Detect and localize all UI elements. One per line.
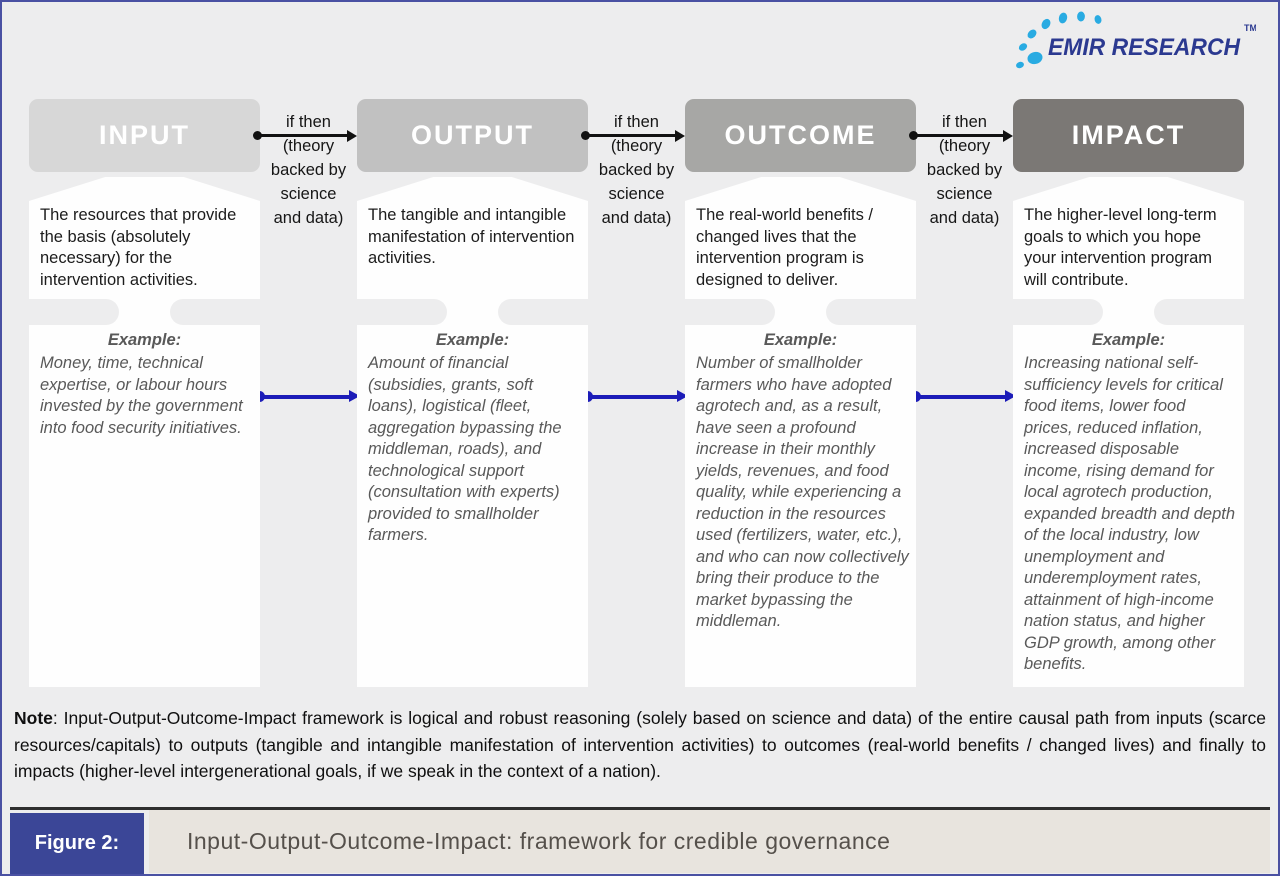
connector-label-3: if then (theory backed by science and da… xyxy=(926,113,1003,227)
notch-divider xyxy=(357,299,447,325)
panel-impact: The higher-level long-term goals to whic… xyxy=(1013,177,1244,687)
description-outcome: The real-world benefits / changed lives … xyxy=(696,206,873,289)
notch-divider xyxy=(1154,299,1244,325)
note-label: Note xyxy=(14,708,53,728)
logo-trademark: TM xyxy=(1244,23,1256,33)
arrow-head-icon xyxy=(675,129,685,142)
figure-caption: Input-Output-Outcome-Impact: framework f… xyxy=(149,810,1270,873)
notch-divider xyxy=(826,299,916,325)
example-arrow-2 xyxy=(582,390,688,403)
notch-divider xyxy=(170,299,260,325)
stage-box-impact: IMPACT xyxy=(1013,99,1244,172)
example-arrow-3 xyxy=(910,390,1016,403)
stage-arrow-2 xyxy=(581,129,685,142)
example-label: Example: xyxy=(107,331,182,349)
connector-label-1: if then (theory backed by science and da… xyxy=(270,113,347,227)
stage-box-input: INPUT xyxy=(29,99,260,172)
note-text: : Input-Output-Outcome-Impact framework … xyxy=(14,708,1266,782)
description-input: The resources that provide the basis (ab… xyxy=(40,206,237,289)
arrow-head-icon xyxy=(349,390,360,402)
example-input: Money, time, technical expertise, or lab… xyxy=(40,354,243,437)
arrow-head-icon xyxy=(347,129,357,142)
example-impact: Increasing national self-sufficiency lev… xyxy=(1024,354,1236,673)
stage-box-outcome: OUTCOME xyxy=(685,99,916,172)
panel-outcome: The real-world benefits / changed lives … xyxy=(685,177,916,687)
stage-arrow-1 xyxy=(253,129,357,142)
arrow-line xyxy=(585,134,676,137)
panel-output: The tangible and intangible manifestatio… xyxy=(357,177,588,687)
arrow-head-icon xyxy=(677,390,688,402)
logo-swoosh-dots xyxy=(1016,11,1102,69)
notch-divider xyxy=(29,299,119,325)
arrow-line xyxy=(915,395,1006,399)
arrow-line xyxy=(257,134,348,137)
description-output: The tangible and intangible manifestatio… xyxy=(368,206,575,267)
example-output: Amount of financial (subsidies, grants, … xyxy=(368,354,562,544)
example-label: Example: xyxy=(1091,331,1166,349)
description-impact: The higher-level long-term goals to whic… xyxy=(1024,206,1217,289)
notch-divider xyxy=(685,299,775,325)
panel-input: The resources that provide the basis (ab… xyxy=(29,177,260,687)
example-label: Example: xyxy=(435,331,510,349)
arrow-line xyxy=(913,134,1004,137)
emir-research-logo: EMIR RESEARCH TM xyxy=(1016,11,1256,69)
stage-box-output: OUTPUT xyxy=(357,99,588,172)
arrow-head-icon xyxy=(1005,390,1016,402)
note-paragraph: Note: Input-Output-Outcome-Impact framew… xyxy=(14,705,1266,785)
caption-top-rule xyxy=(10,807,1270,810)
example-arrow-1 xyxy=(254,390,360,403)
arrow-head-icon xyxy=(1003,129,1013,142)
connector-label-2: if then (theory backed by science and da… xyxy=(598,113,675,227)
example-outcome: Number of smallholder farmers who have a… xyxy=(696,354,909,630)
notch-divider xyxy=(1013,299,1103,325)
example-label: Example: xyxy=(763,331,838,349)
logo-text: EMIR RESEARCH xyxy=(1048,34,1241,61)
stage-arrow-3 xyxy=(909,129,1013,142)
notch-divider xyxy=(498,299,588,325)
arrow-line xyxy=(259,395,350,399)
figure-number-badge: Figure 2: xyxy=(10,813,144,874)
arrow-line xyxy=(587,395,678,399)
